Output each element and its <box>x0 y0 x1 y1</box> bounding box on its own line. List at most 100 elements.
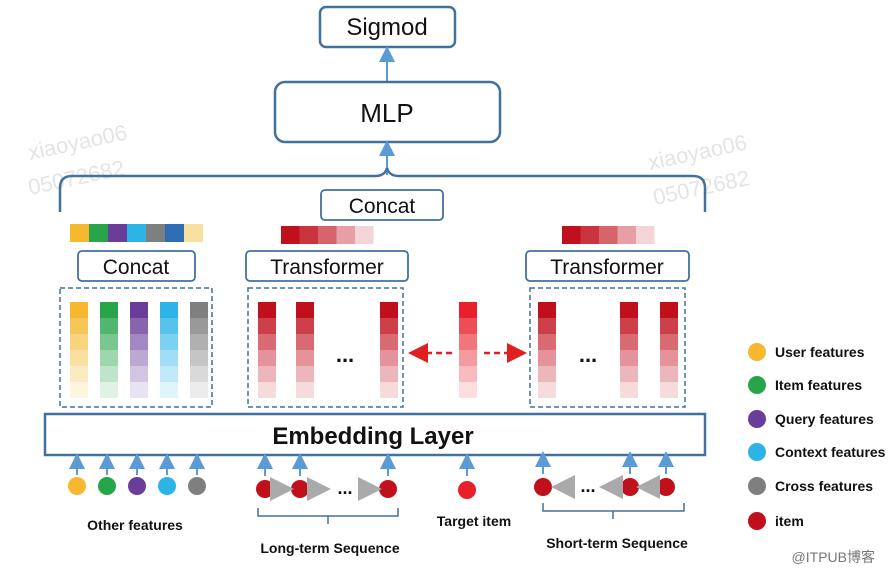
concat-top-box: Concat <box>320 189 444 221</box>
other-features-dashed-group <box>59 287 213 408</box>
strip-cell <box>617 226 636 244</box>
target-column-cell <box>459 302 477 318</box>
transformer-left-output-strip <box>281 226 374 244</box>
embedding-layer-box: Embedding Layer <box>43 412 707 457</box>
embedding-layer-label: Embedding Layer <box>272 423 473 450</box>
target-embedding-column <box>459 302 477 398</box>
short-term-column-cell <box>620 366 638 382</box>
long-term-column-cell <box>380 366 398 382</box>
mlp-box: MLP <box>273 80 502 144</box>
feature-column-cell <box>190 334 208 350</box>
strip-cell <box>70 224 89 242</box>
short-term-column-cell <box>660 382 678 398</box>
sigmod-label: Sigmod <box>346 14 427 41</box>
target-column-cell <box>459 382 477 398</box>
feature-column-cell <box>190 302 208 318</box>
credit-watermark: @ITPUB博客 <box>792 549 875 565</box>
long-term-column-cell <box>380 302 398 318</box>
strip-cell <box>299 226 318 244</box>
strip-cell <box>562 226 581 244</box>
short-term-column-cell <box>538 334 556 350</box>
long-term-dashed-group <box>247 287 404 408</box>
feature-column-cell <box>160 318 178 334</box>
other-features-label: Other features <box>87 517 183 533</box>
long-term-column-cell <box>296 302 314 318</box>
long-term-column-cell <box>258 318 276 334</box>
short-term-item-dot <box>657 478 675 496</box>
feature-column-cell <box>100 302 118 318</box>
legend-label: Item features <box>775 377 862 393</box>
long-term-item-dot <box>379 480 397 498</box>
long-term-column-cell <box>296 318 314 334</box>
transformer-left-label: Transformer <box>270 256 384 279</box>
feature-embedding-columns <box>70 302 208 398</box>
top-bracket <box>58 167 707 212</box>
feature-column-cell <box>160 334 178 350</box>
strip-cell <box>89 224 108 242</box>
strip-cell <box>355 226 374 244</box>
target-column-cell <box>459 334 477 350</box>
transformer-left-box: Transformer <box>245 250 409 282</box>
target-item-label: Target item <box>437 513 511 529</box>
target-column-cell <box>459 318 477 334</box>
legend-label: Query features <box>775 411 874 427</box>
long-term-column-cell <box>380 382 398 398</box>
feature-column-cell <box>190 366 208 382</box>
legend-swatch <box>748 376 766 394</box>
feature-column-cell <box>100 350 118 366</box>
short-term-column-cell <box>620 350 638 366</box>
strip-cell <box>336 226 355 244</box>
long-term-ellipsis: ... <box>336 342 354 367</box>
short-term-column-cell <box>660 302 678 318</box>
legend-swatch <box>748 443 766 461</box>
strip-cell <box>599 226 618 244</box>
strip-cell <box>281 226 300 244</box>
transformer-right-box: Transformer <box>525 250 690 282</box>
feature-column-cell <box>70 302 88 318</box>
mlp-label: MLP <box>360 98 413 128</box>
feature-column-cell <box>130 334 148 350</box>
target-item-dot <box>458 481 476 499</box>
long-term-column-cell <box>380 318 398 334</box>
feature-column-cell <box>130 302 148 318</box>
long-term-column-cell <box>258 334 276 350</box>
long-term-column-cell <box>258 382 276 398</box>
feature-column-cell <box>130 318 148 334</box>
long-term-column-cell <box>380 350 398 366</box>
feature-column-cell <box>100 318 118 334</box>
short-term-column-cell <box>660 318 678 334</box>
short-term-column-cell <box>620 334 638 350</box>
feature-dot <box>68 477 86 495</box>
target-column-cell <box>459 350 477 366</box>
long-term-column-cell <box>258 302 276 318</box>
feature-column-cell <box>160 302 178 318</box>
short-term-input-ellipsis: ... <box>580 476 595 496</box>
legend-swatch <box>748 410 766 428</box>
short-term-embedding-columns <box>538 302 678 398</box>
feature-column-cell <box>190 382 208 398</box>
short-term-column-cell <box>620 302 638 318</box>
short-term-column-cell <box>660 366 678 382</box>
short-term-dashed-group <box>529 287 686 408</box>
short-term-column-cell <box>538 366 556 382</box>
long-term-column-cell <box>296 334 314 350</box>
feature-column-cell <box>160 350 178 366</box>
feature-column-cell <box>100 334 118 350</box>
feature-dot <box>98 477 116 495</box>
long-term-column-cell <box>296 366 314 382</box>
concat-output-strip <box>70 224 203 242</box>
long-term-column-cell <box>380 334 398 350</box>
feature-column-cell <box>160 366 178 382</box>
strip-cell <box>318 226 337 244</box>
strip-cell <box>636 226 655 244</box>
feature-column-cell <box>70 382 88 398</box>
legend-label: Cross features <box>775 478 873 494</box>
long-term-column-cell <box>296 350 314 366</box>
long-term-item-dot <box>291 480 309 498</box>
short-term-bracket <box>542 503 685 519</box>
strip-cell <box>127 224 146 242</box>
short-term-column-cell <box>538 318 556 334</box>
short-term-column-cell <box>538 302 556 318</box>
legend-swatch <box>748 477 766 495</box>
